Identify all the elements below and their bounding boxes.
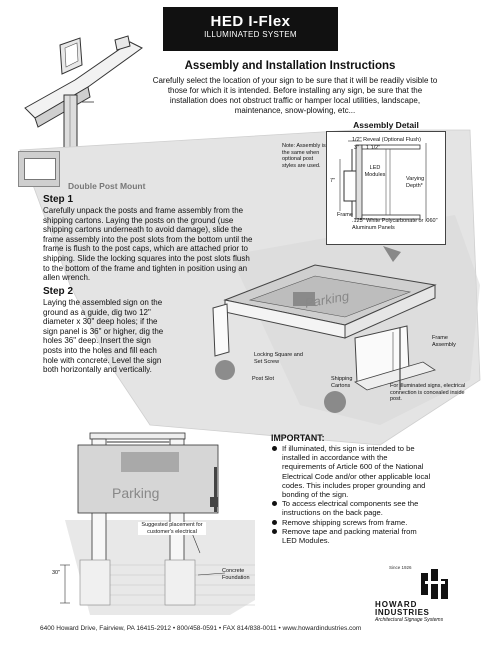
important-item: Remove shipping screws from frame. (271, 518, 431, 527)
important-title: IMPORTANT: (271, 433, 325, 443)
illuminated-label: For illuminated signs, electrical connec… (390, 383, 466, 402)
logo-tagline: Since 1926 (389, 565, 412, 570)
frame-assembly-label: Frame Assembly (432, 335, 456, 348)
intro-text: Carefully select the location of your si… (152, 76, 438, 115)
step1-title: Step 1 (43, 194, 74, 205)
frame-label: Frame (337, 212, 353, 218)
logo-line1: HOWARD (375, 600, 418, 609)
detail-note: Note: Assembly is the same when optional… (282, 143, 326, 169)
header-badge: HED I-Flex ILLUMINATED SYSTEM (163, 7, 338, 51)
dim-3: 3" (354, 145, 360, 151)
thumbnail (18, 151, 60, 187)
installed-sign-illustration (60, 432, 255, 615)
install-sign-text: Parking (112, 485, 160, 501)
footer-address: 6400 Howard Drive, Fairview, PA 16415-29… (40, 625, 362, 632)
assembly-detail-drawing (339, 140, 427, 221)
header-title: HED I-Flex (210, 13, 291, 30)
important-list: If illuminated, this sign is intended to… (271, 444, 431, 545)
step2-text: Laying the assembled sign on the ground … (43, 298, 164, 375)
concrete-label: Concrete Foundation (222, 568, 250, 581)
led-label: LED Modules (364, 165, 386, 178)
logo-line3: Architectural Signage Systems (375, 617, 444, 623)
step2-title: Step 2 (43, 286, 74, 297)
suggested-label: Suggested placement for customer's elect… (138, 522, 206, 535)
page-title: Assembly and Installation Instructions (184, 60, 396, 72)
dim-7: 7" (330, 178, 336, 184)
important-item: If illuminated, this sign is intended to… (271, 444, 431, 499)
cartons-label: Shipping Cartons (331, 376, 353, 389)
step1-text: Carefully unpack the posts and frame ass… (43, 206, 253, 283)
depth-label: 30" (52, 570, 61, 576)
header-subtitle: ILLUMINATED SYSTEM (204, 30, 297, 39)
dim-1-5: 1 1/2" (366, 145, 381, 151)
logo-mark-icon (421, 569, 448, 599)
frame-assembly-illustration (212, 246, 437, 413)
post-slot-label: Post Slot (252, 376, 275, 382)
panels-label: .125" White Polycarbonate or .060" Alumi… (352, 218, 438, 231)
important-section: IMPORTANT: If illuminated, this sign is … (271, 433, 431, 545)
important-item: Remove tape and packing material from LE… (271, 527, 431, 545)
logo-line2: INDUSTRIES (375, 608, 430, 617)
reveal-label: 1/2" Reveal (Optional Flush) (352, 137, 421, 143)
assembly-detail-title: Assembly Detail (353, 120, 419, 130)
howard-logo: Since 1926 HOWARD INDUSTRIES Architectur… (375, 565, 475, 625)
thumbnail-label: Double Post Mount (68, 181, 146, 191)
locking-label: Locking Square and Set Screw (254, 352, 303, 365)
corner-sketch (24, 35, 143, 151)
varying-label: Varying Depth* (406, 176, 425, 189)
important-item: To access electrical components see the … (271, 499, 431, 517)
